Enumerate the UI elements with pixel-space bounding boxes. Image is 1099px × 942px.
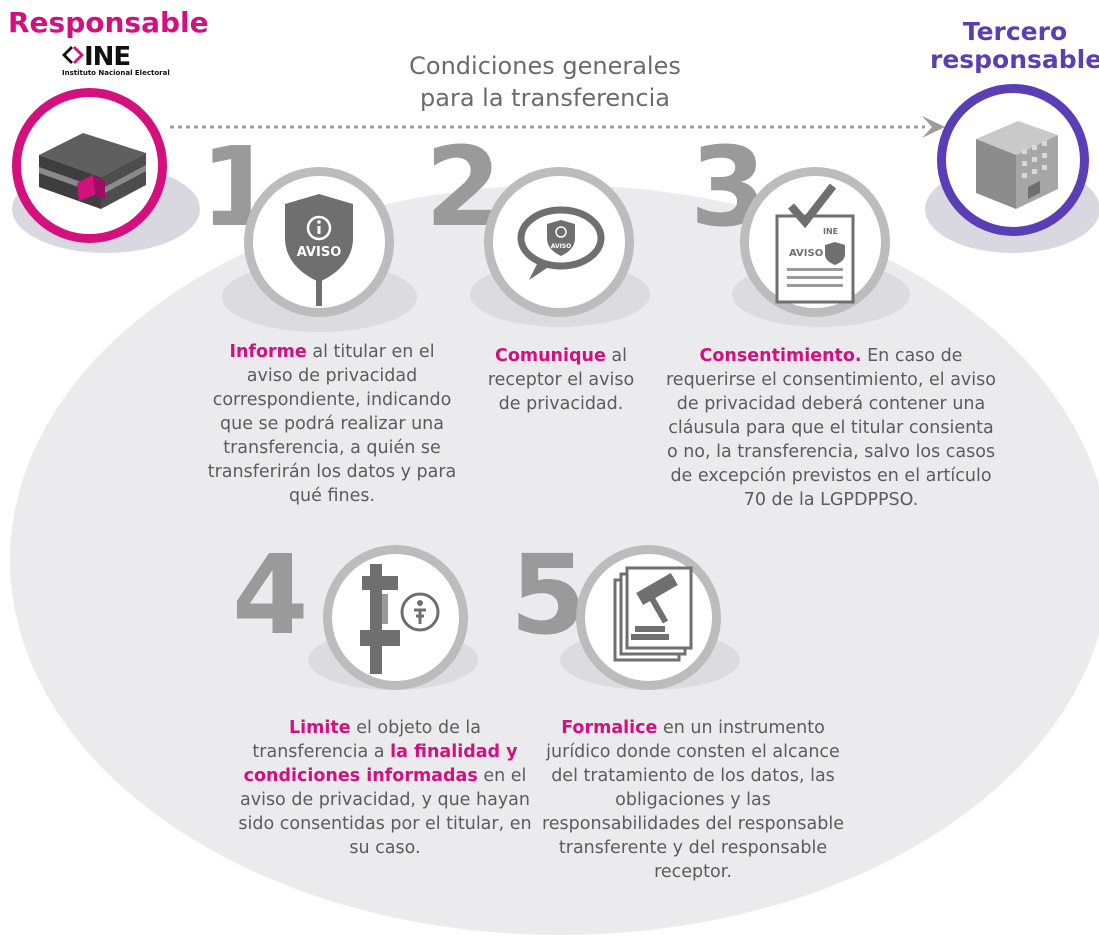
conditions-title-line2: para la transferencia — [420, 84, 670, 112]
step4-body-b: en el aviso de privacidad, y que hayan s… — [238, 766, 532, 858]
step1-text: Informe al titular en el aviso de privac… — [206, 340, 458, 508]
checked-document-icon: INE AVISO — [775, 183, 855, 304]
tercero-title: Tercero responsable — [930, 17, 1099, 74]
step5-number: 5 — [510, 531, 587, 659]
ine-logo-text: INE — [84, 42, 131, 72]
tercero-circle — [937, 84, 1089, 236]
svg-text:AVISO: AVISO — [551, 243, 572, 250]
building-icon — [976, 121, 1058, 209]
step1-circle: AVISO — [244, 167, 394, 317]
gavel-document-icon — [613, 566, 693, 662]
step1-body: al titular en el aviso de privacidad cor… — [207, 342, 457, 506]
svg-text:AVISO: AVISO — [297, 245, 342, 260]
svg-text:AVISO: AVISO — [789, 248, 823, 259]
speech-bubble-aviso-icon: AVISO — [517, 206, 605, 280]
conditions-title-line1: Condiciones generales — [409, 52, 681, 80]
step1-lead: Informe — [229, 342, 307, 362]
ine-logo-subtitle: Instituto Nacional Electoral — [62, 69, 170, 77]
transfer-arrow — [170, 116, 945, 138]
step2-body: al receptor el aviso de privacidad. — [487, 346, 635, 414]
step4-body-a: el objeto de la transferencia a — [252, 718, 481, 762]
ine-diamond-icon — [62, 46, 84, 64]
step4-lead: Limite — [289, 718, 351, 738]
step4-number: 4 — [232, 531, 309, 659]
step3-body: En caso de requerirse el consentimiento,… — [666, 346, 996, 510]
step3-circle: INE AVISO — [740, 167, 890, 317]
step3-lead: Consentimiento. — [699, 346, 862, 366]
caliper-info-icon — [360, 564, 440, 674]
responsable-title: Responsable — [8, 6, 209, 39]
svg-text:INE: INE — [823, 227, 838, 236]
step5-body: en un instrumento jurídico donde consten… — [541, 718, 844, 882]
step3-text: Consentimiento. En caso de requerirse el… — [666, 344, 996, 512]
step4-lead2: la finalidad y condiciones informadas — [243, 742, 518, 786]
shield-aviso-icon: AVISO — [285, 194, 353, 306]
step5-text: Formalice en un instrumento jurídico don… — [538, 716, 848, 884]
ine-logo: INE Instituto Nacional Electoral — [62, 42, 170, 77]
responsable-circle — [12, 88, 167, 243]
step5-circle — [576, 545, 721, 690]
step5-lead: Formalice — [561, 718, 658, 738]
ballot-box-icon — [39, 133, 146, 209]
step2-circle: AVISO — [484, 167, 634, 317]
step4-text: Limite el objeto de la transferencia a l… — [235, 716, 535, 860]
conditions-title: Condiciones generales para la transferen… — [380, 50, 710, 114]
step2-lead: Comunique — [494, 346, 606, 366]
step2-text: Comunique al receptor el aviso de privac… — [476, 344, 646, 416]
step4-circle — [323, 545, 468, 690]
